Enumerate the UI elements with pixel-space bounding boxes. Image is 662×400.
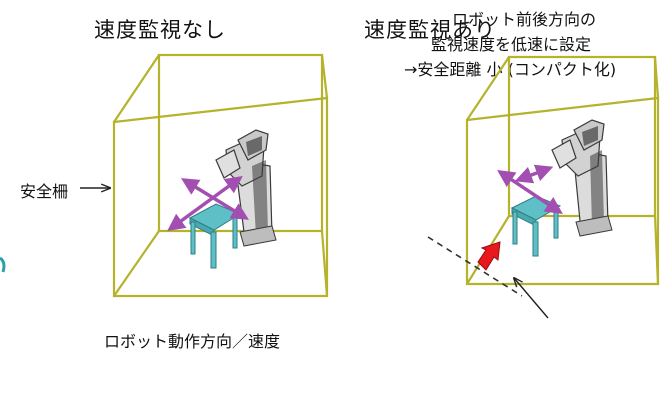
right-note-line-1: ロボット前後方向の xyxy=(452,10,597,29)
left-table-icon xyxy=(188,203,242,269)
left-motion-arrows xyxy=(167,175,249,232)
left-safety-fence xyxy=(112,53,329,298)
left-caption: ロボット動作方向／速度 xyxy=(104,332,281,351)
right-panel-title: 速度監視あり xyxy=(364,18,496,42)
right-note-line-2: 監視速度を低速に設定 xyxy=(431,35,592,54)
right-table-icon xyxy=(510,195,562,257)
left-panel-title: 速度監視なし xyxy=(94,18,226,42)
note-pointer-arrow-icon xyxy=(514,278,549,319)
edge-fragment xyxy=(0,256,6,273)
approach-arrow-icon xyxy=(477,241,501,271)
right-motion-arrows xyxy=(497,164,563,214)
safety-distance-line xyxy=(427,236,523,297)
right-robot-arm-icon xyxy=(551,119,613,237)
safety-fence-label: 安全柵 xyxy=(20,182,69,201)
right-safety-fence xyxy=(465,55,660,286)
